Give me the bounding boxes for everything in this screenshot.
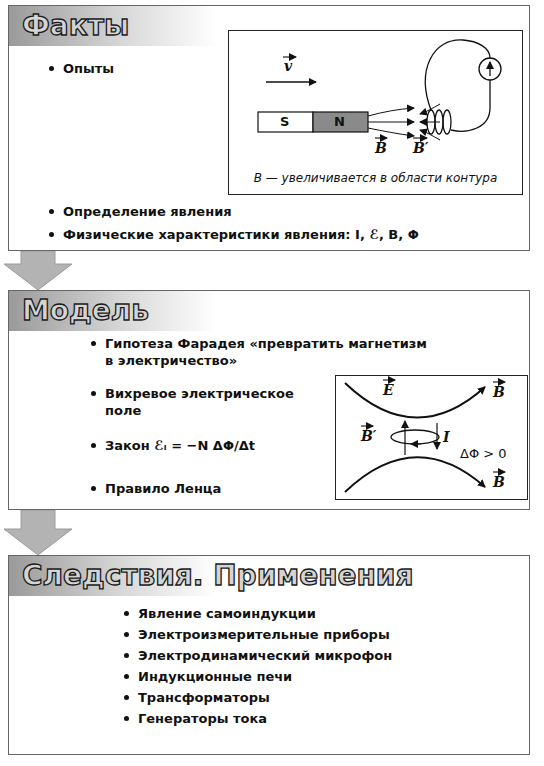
symbol-label: B xyxy=(375,140,387,156)
bullet-item: Трансформаторы xyxy=(138,689,478,706)
magnet-experiment-figure xyxy=(228,30,523,195)
flow-arrow xyxy=(4,510,72,555)
flow-arrow xyxy=(4,251,72,290)
figure-frame: ΔΦ > 0 E B B′ I B xyxy=(335,375,528,500)
section-box: Следствия. ПримененияЯвление самоиндукци… xyxy=(8,555,530,755)
bullet-item: Физические характеристики явления: I, ℰ,… xyxy=(63,226,503,243)
bullet-dot xyxy=(49,209,54,214)
bullet-dot xyxy=(124,674,129,679)
bullet-dot xyxy=(124,716,129,721)
bullet-dot xyxy=(49,232,54,237)
bullet-item: Генераторы тока xyxy=(138,710,478,727)
symbol-label: N xyxy=(334,114,345,130)
section-box: ФактыОпытыОпределение явленияФизические … xyxy=(8,5,530,251)
bullet-dot xyxy=(91,391,96,396)
symbol-label: I xyxy=(443,429,450,445)
bullet-dot xyxy=(124,632,129,637)
bullet-item: Определение явления xyxy=(63,203,483,220)
symbol-label: B xyxy=(493,474,505,490)
bullet-item: Электроизмерительные приборы xyxy=(138,626,478,643)
bullet-dot xyxy=(91,443,96,448)
bullet-item: Индукционные печи xyxy=(138,668,478,685)
bullet-item: Опыты xyxy=(63,60,223,77)
section-box: МодельГипотеза Фарадея «превратить магне… xyxy=(8,290,530,510)
bullet-item: Закон ℰᵢ = −N ΔΦ/Δt xyxy=(105,437,320,454)
bullet-dot xyxy=(124,653,129,658)
section-heading: Модель xyxy=(22,294,322,328)
bullet-dot xyxy=(124,695,129,700)
bullet-dot xyxy=(49,66,54,71)
bullet-item: Явление самоиндукции xyxy=(138,605,478,622)
symbol-label: S xyxy=(280,114,289,130)
bullet-dot xyxy=(91,341,96,346)
bullet-dot xyxy=(91,486,96,491)
bullet-item: Вихревое электрическое поле xyxy=(105,385,320,419)
symbol-label: B′ xyxy=(361,428,377,444)
bullet-item: Правило Ленца xyxy=(105,480,320,497)
figure-caption: B — увеличивается в области контура xyxy=(228,170,523,187)
bullet-item: Гипотеза Фарадея «превратить магнетизм в… xyxy=(105,335,435,369)
symbol-label: B′ xyxy=(413,140,429,156)
bullet-dot xyxy=(124,611,129,616)
figure-note: ΔΦ > 0 xyxy=(460,445,522,462)
bullet-item: Электродинамический микрофон xyxy=(138,647,478,664)
figure-frame: B — увеличивается в области контура vS N B B… xyxy=(228,30,523,195)
symbol-label: v xyxy=(284,58,292,74)
symbol-label: E xyxy=(383,382,394,398)
section-heading: Следствия. Применения xyxy=(22,559,482,593)
section-heading: Факты xyxy=(22,9,322,43)
symbol-label: B xyxy=(493,384,505,400)
